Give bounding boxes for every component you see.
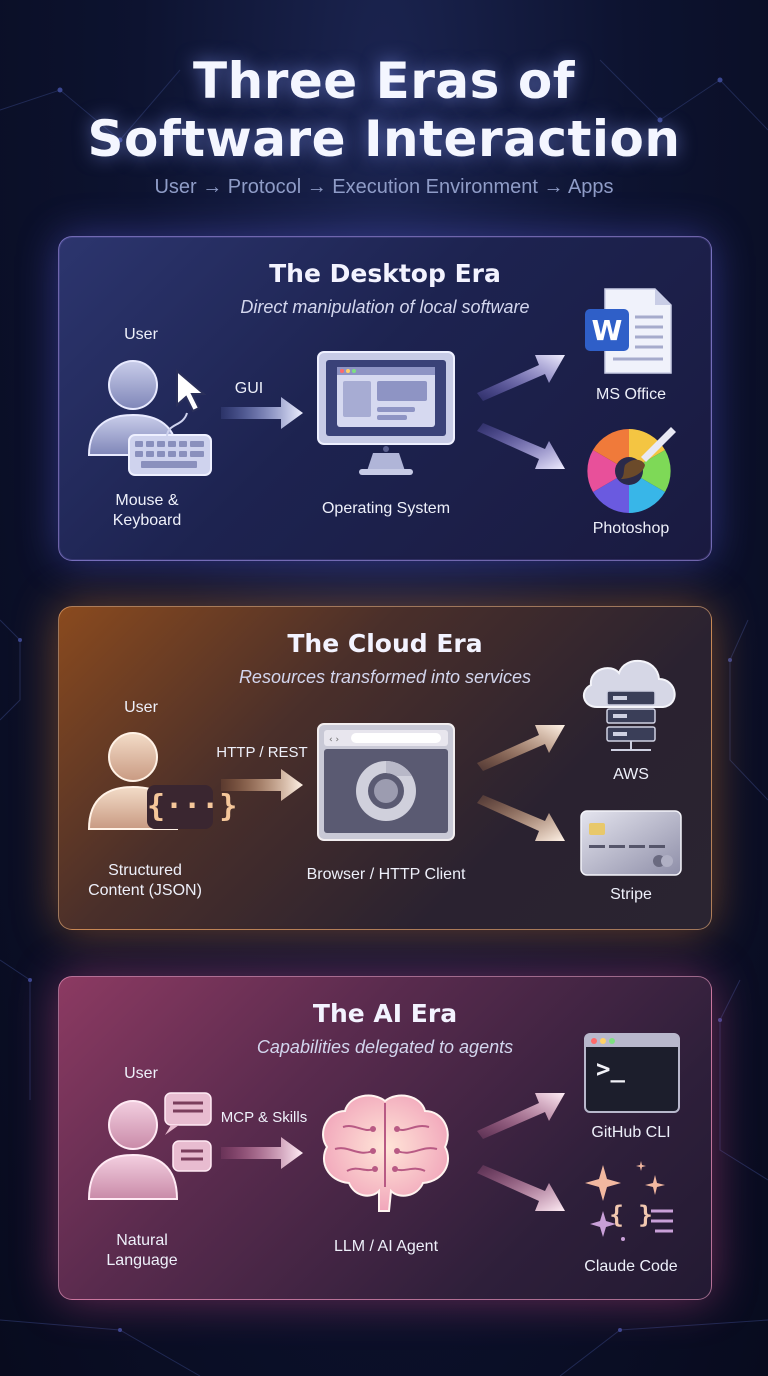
input-label-line-1: Mouse & bbox=[115, 492, 179, 509]
arrow-right-icon bbox=[221, 1137, 303, 1169]
input-label: Mouse & Keyboard bbox=[89, 491, 205, 531]
protocol-label: HTTP / REST bbox=[216, 744, 308, 761]
input-label-line-2: Content (JSON) bbox=[88, 882, 202, 899]
page-title: Three Eras of Software Interaction bbox=[0, 52, 768, 168]
chat-bubbles-icon bbox=[164, 1092, 212, 1172]
input-label-line-1: Natural bbox=[116, 1232, 168, 1249]
protocol-label: MCP & Skills bbox=[220, 1109, 308, 1126]
cursor-icon bbox=[176, 369, 207, 413]
arrow-down-right-icon bbox=[477, 795, 565, 841]
title-line-2: Software Interaction bbox=[87, 110, 681, 168]
input-label: Structured Content (JSON) bbox=[87, 861, 203, 901]
arrow-up-right-icon bbox=[477, 1093, 565, 1139]
protocol-label: GUI bbox=[234, 380, 264, 397]
terminal-icon: >_ bbox=[584, 1033, 680, 1113]
monitor-icon bbox=[317, 351, 455, 475]
user-icon bbox=[87, 1100, 179, 1200]
terminal-prompt: >_ bbox=[596, 1055, 625, 1083]
era-title: The AI Era bbox=[312, 999, 458, 1028]
word-document-icon: W bbox=[585, 288, 672, 374]
input-label-line-1: Structured bbox=[108, 862, 182, 879]
json-braces-icon: {···} bbox=[147, 785, 237, 829]
era-subtitle: Resources transformed into services bbox=[238, 667, 532, 687]
arrow-up-right-icon bbox=[477, 725, 565, 771]
environment-label: LLM / AI Agent bbox=[333, 1238, 439, 1255]
user-label: User bbox=[124, 326, 158, 343]
browser-icon: ‹ › bbox=[317, 723, 455, 841]
sparkle-code-icon: { } bbox=[585, 1161, 673, 1241]
input-label-line-2: Language bbox=[106, 1252, 178, 1269]
title-line-1: Three Eras of bbox=[193, 52, 575, 110]
environment-label: Browser / HTTP Client bbox=[306, 866, 466, 883]
user-label: User bbox=[124, 1065, 158, 1082]
cloud-server-icon bbox=[582, 659, 676, 751]
era-subtitle: Capabilities delegated to agents bbox=[256, 1037, 514, 1057]
color-palette-brush-icon bbox=[587, 427, 676, 513]
arrow-right-icon bbox=[221, 397, 303, 429]
page-subtitle: User → Protocol → Execution Environment … bbox=[154, 176, 614, 198]
keyboard-icon bbox=[128, 434, 212, 476]
desktop-era-card: The Desktop Era Direct manipulation of l… bbox=[58, 236, 712, 561]
ai-era-card: The AI Era Capabilities delegated to age… bbox=[58, 976, 712, 1300]
app-label-ms-office: MS Office bbox=[596, 386, 666, 403]
app-label-github-cli: GitHub CLI bbox=[591, 1124, 671, 1141]
terminal-titlebar bbox=[586, 1035, 678, 1047]
credit-card-icon bbox=[580, 810, 682, 876]
app-label-photoshop: Photoshop bbox=[592, 520, 670, 537]
era-title: The Cloud Era bbox=[287, 629, 483, 658]
braces-glyph: { } bbox=[609, 1201, 652, 1229]
era-subtitle: Direct manipulation of local software bbox=[240, 297, 530, 317]
arrow-up-right-icon bbox=[477, 355, 565, 401]
arrow-right-icon bbox=[221, 769, 303, 801]
arrow-down-right-icon bbox=[477, 423, 565, 469]
app-label-aws: AWS bbox=[613, 766, 649, 783]
word-letter: W bbox=[592, 314, 623, 347]
era-title: The Desktop Era bbox=[269, 259, 501, 288]
cloud-era-card: The Cloud Era Resources transformed into… bbox=[58, 606, 712, 930]
keyboard-cable bbox=[166, 412, 188, 438]
app-label-claude-code: Claude Code bbox=[584, 1258, 678, 1275]
input-label-line-2: Keyboard bbox=[112, 512, 182, 529]
environment-label: Operating System bbox=[321, 500, 451, 517]
svg-text:‹ ›: ‹ › bbox=[329, 735, 339, 745]
arrow-down-right-icon bbox=[477, 1165, 565, 1211]
input-label: Natural Language bbox=[87, 1231, 197, 1271]
app-label-stripe: Stripe bbox=[610, 886, 652, 903]
user-label: User bbox=[124, 699, 158, 716]
brain-icon bbox=[322, 1094, 450, 1212]
